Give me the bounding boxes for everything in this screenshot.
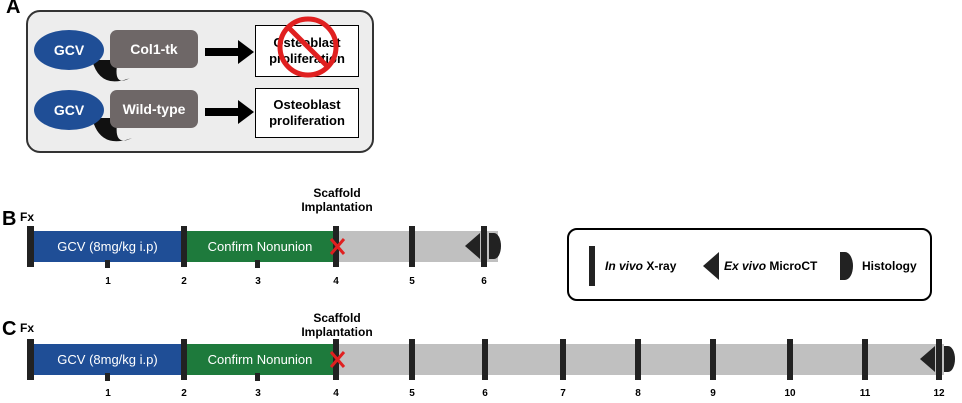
week-c-8: 8 [635, 388, 641, 399]
week-c-3: 3 [255, 388, 261, 399]
legend-symbols [589, 246, 853, 286]
legend-xray-italic: In vivo [605, 259, 644, 273]
fx-label-b: Fx [20, 210, 35, 224]
red-x-c-2 [329, 351, 346, 368]
fx-label-c: Fx [20, 321, 35, 335]
legend-xray-label: In vivo X-ray [605, 259, 676, 273]
no-symbol-icon [277, 16, 339, 78]
xray-bar-b-2 [181, 226, 187, 267]
xray-bar-c-11 [862, 339, 868, 380]
tick-c-3 [255, 373, 260, 381]
fx-bar-b [27, 226, 34, 267]
xray-bar-c-6 [482, 339, 488, 380]
row2-connector-arc [92, 118, 132, 142]
week-b-3: 3 [255, 276, 261, 287]
implant-c-line2: Implantation [301, 325, 373, 339]
legend-microct-icon [703, 252, 719, 280]
outcome-row2-line1: Osteoblast [273, 97, 341, 112]
gcv-ellipse-row2: GCV [34, 90, 104, 130]
legend-microct-rest: MicroCT [766, 259, 818, 273]
xray-bar-c-7 [560, 339, 566, 380]
xray-bar-c-8 [635, 339, 641, 380]
genotype-box-row2: Wild-type [110, 90, 198, 128]
panel-label-c: C [2, 318, 17, 340]
legend-box [567, 228, 932, 301]
nonunion-segment-c [183, 344, 336, 375]
row1-connector-arc [92, 60, 130, 82]
tick-b-3 [255, 260, 260, 268]
gcv-label-c: GCV (8mg/kg i.p) [57, 352, 158, 367]
xray-bar-c-2 [181, 339, 187, 380]
genotype-box-row1: Col1-tk [110, 30, 198, 68]
week-b-4: 4 [333, 276, 339, 287]
week-c-5: 5 [409, 388, 415, 399]
implant-label-b: Scaffold Implantation [296, 186, 378, 214]
nonunion-label-c: Confirm Nonunion [207, 352, 313, 367]
week-c-10: 10 [784, 388, 796, 399]
panel-label-b: B [2, 208, 17, 230]
gcv-segment-c [30, 344, 183, 375]
legend-microct-label: Ex vivo MicroCT [724, 259, 817, 273]
fx-bar-c [27, 339, 34, 380]
week-b-6: 6 [481, 276, 487, 287]
microct-marker-b [465, 233, 480, 259]
week-c-11: 11 [859, 388, 871, 399]
outcome-box-row1: Osteoblast proliferation [255, 25, 359, 77]
xray-bar-c-9 [710, 339, 716, 380]
week-c-12: 12 [933, 388, 945, 399]
week-c-6: 6 [482, 388, 488, 399]
red-x-b-2 [329, 238, 346, 255]
legend-xray-rest: X-ray [643, 259, 677, 273]
nonunion-segment-b [183, 231, 336, 262]
xray-bar-c-5 [409, 339, 415, 380]
week-c-9: 9 [710, 388, 716, 399]
xray-bar-b-5 [409, 226, 415, 267]
row2-arrow-icon [205, 100, 254, 124]
xray-bar-c-10 [787, 339, 793, 380]
gcv-label-b: GCV (8mg/kg i.p) [57, 239, 158, 254]
week-b-5: 5 [409, 276, 415, 287]
xray-bar-b-6 [481, 226, 487, 267]
row1-arrow-icon [205, 40, 254, 64]
microct-marker-c [920, 346, 935, 372]
week-b-1: 1 [105, 276, 111, 287]
legend-xray-icon [589, 246, 595, 286]
implant-c-line1: Scaffold [313, 311, 361, 325]
tick-b-1 [105, 260, 110, 268]
week-b-2: 2 [181, 276, 187, 287]
legend-histology-label: Histology [862, 259, 917, 273]
tick-c-1 [105, 373, 110, 381]
implant-label-c: Scaffold Implantation [296, 311, 378, 339]
implant-b-line1: Scaffold [313, 186, 361, 200]
gcv-ellipse-row1: GCV [34, 30, 104, 70]
outcome-box-row2: Osteoblast proliferation [255, 88, 359, 138]
legend-microct-italic: Ex vivo [724, 259, 767, 273]
histology-marker-c [944, 346, 955, 372]
week-c-4: 4 [333, 388, 339, 399]
outcome-row2-line2: proliferation [269, 113, 345, 128]
histology-marker-b [489, 233, 501, 259]
gcv-segment-b [30, 231, 183, 262]
week-c-2: 2 [181, 388, 187, 399]
week-c-1: 1 [105, 388, 111, 399]
panel-label-a: A [6, 0, 21, 18]
legend-histology-icon [840, 252, 853, 280]
nonunion-label-b: Confirm Nonunion [207, 239, 313, 254]
implant-b-line2: Implantation [301, 200, 373, 214]
xray-bar-c-12 [936, 339, 942, 380]
week-c-7: 7 [560, 388, 566, 399]
